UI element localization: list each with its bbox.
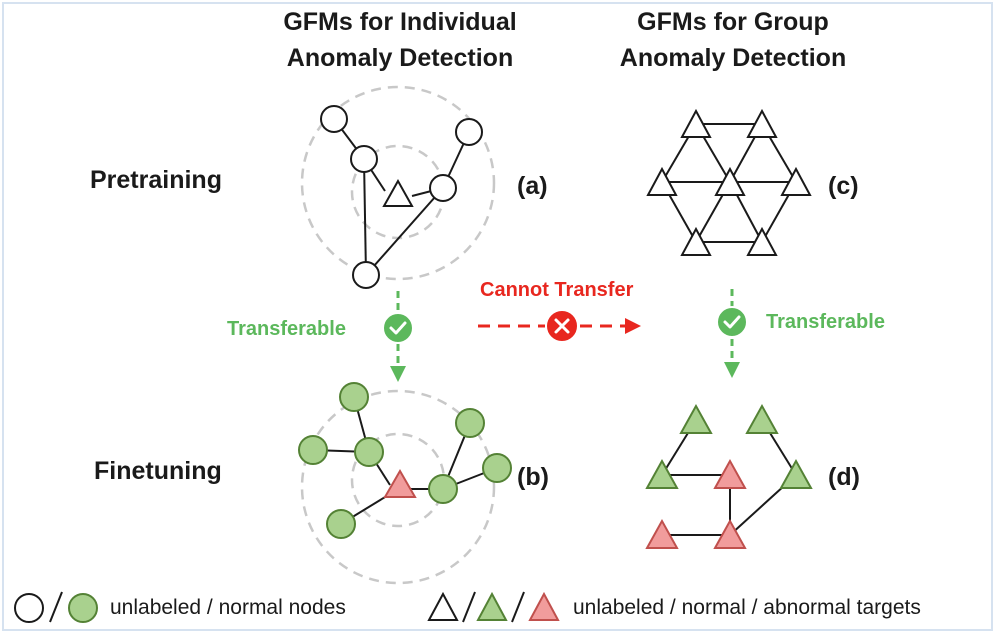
right-transfer-arrow [724,289,740,378]
legend-targets-label: unlabeled / normal / abnormal targets [573,596,921,619]
transferable-label-left: Transferable [227,318,346,340]
row-label-finetuning: Finetuning [94,457,222,485]
legend-target-symbols [427,591,560,623]
legend-unlabeled-node-icon [14,593,44,623]
normal-node [339,382,369,412]
normal-target [645,458,679,489]
dashed-ring-outer [300,85,496,281]
legend-nodes-label: unlabeled / normal nodes [110,596,346,619]
unlabeled-target [646,166,678,196]
abnormal-target [645,518,679,549]
row-label-pretraining: Pretraining [90,166,222,194]
panel-label-a: (a) [517,172,548,200]
normal-target [779,458,813,489]
abnormal-target [383,468,417,498]
unlabeled-node [320,105,348,133]
normal-node [298,435,328,465]
edge [365,187,444,276]
panel-c-graph [646,108,812,256]
unlabeled-target [382,178,414,207]
panel-a-graph [300,85,496,289]
abnormal-target [713,518,747,549]
unlabeled-target [746,226,778,256]
panel-b-graph [298,382,512,585]
unlabeled-target [680,108,712,138]
normal-target [679,403,713,434]
unlabeled-target [746,108,778,138]
legend-node-symbols [14,591,98,623]
unlabeled-node [352,261,380,289]
cannot-transfer-label: Cannot Transfer [480,279,634,301]
normal-node [455,408,485,438]
abnormal-target [713,458,747,489]
unlabeled-target [714,166,746,196]
heading-group-line2: Anomaly Detection [619,44,847,72]
check-circle-icon [382,312,414,344]
heading-group-line1: GFMs for Group [637,8,829,36]
normal-node [482,453,512,483]
heading-individual-line1: GFMs for Individual [283,8,517,36]
unlabeled-node [455,118,483,146]
normal-node [428,474,458,504]
unlabeled-node [350,145,378,173]
legend-slash [462,591,476,623]
check-circle-icon [716,306,748,338]
cross-circle-icon [545,309,579,343]
panel-d-graph [645,403,813,549]
edge [363,158,367,276]
unlabeled-target [680,226,712,256]
unlabeled-node [429,174,457,202]
dashed-ring-outer [300,389,496,585]
normal-target [745,403,779,434]
legend-normal-node-icon [68,593,98,623]
left-transfer-arrow [390,291,406,382]
legend-slash [511,591,525,623]
cannot-transfer-arrow [478,318,641,334]
panel-label-c: (c) [828,172,859,200]
legend-slash [49,591,63,623]
transferable-label-right: Transferable [766,311,885,333]
heading-individual-line2: Anomaly Detection [286,44,514,72]
heading-individual: GFMs for Individual Anomaly Detection [255,4,545,76]
normal-node [354,437,384,467]
heading-group: GFMs for Group Anomaly Detection [588,4,878,76]
legend-normal-target-icon [476,591,508,621]
normal-node [326,509,356,539]
panel-label-d: (d) [828,463,860,491]
unlabeled-target [780,166,812,196]
legend-unlabeled-target-icon [427,591,459,621]
legend-abnormal-target-icon [528,591,560,621]
panel-label-b: (b) [517,463,549,491]
